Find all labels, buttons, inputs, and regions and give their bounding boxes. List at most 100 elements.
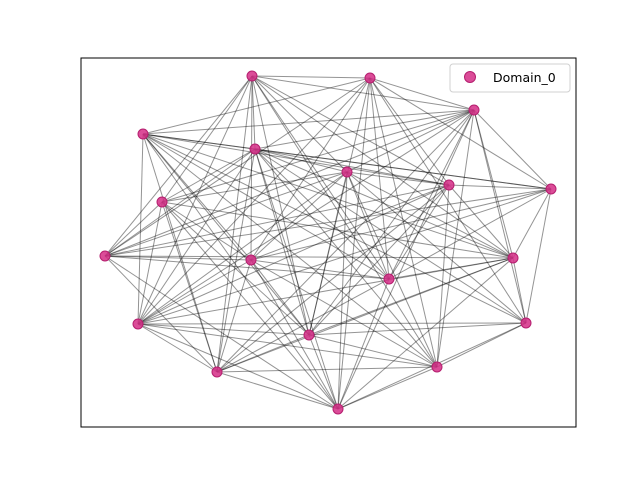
graph-edge — [337, 109, 475, 410]
graph-edge — [512, 188, 552, 259]
graph-edge — [216, 148, 256, 373]
graph-node — [341, 166, 353, 178]
graph-edge — [254, 148, 390, 280]
legend-marker — [464, 71, 476, 83]
graph-edge — [137, 77, 371, 325]
graph-edge — [216, 257, 514, 373]
graph-edge — [251, 75, 390, 280]
graph-edge — [137, 201, 163, 325]
graph-edge — [104, 75, 253, 257]
graph-edge — [250, 188, 552, 261]
graph-edge — [216, 334, 310, 373]
graph-edge — [161, 171, 348, 203]
graph-edge — [104, 171, 348, 257]
graph-edge — [142, 133, 527, 324]
graph-edge — [142, 133, 390, 280]
graph-edge — [216, 366, 438, 373]
graph-edge — [473, 109, 514, 259]
graph-edge — [473, 109, 527, 324]
graph-edge — [161, 201, 310, 336]
graph-edge — [525, 188, 552, 324]
graph-edge — [308, 334, 339, 410]
graph-edge — [337, 366, 438, 410]
graph-edge — [137, 257, 514, 325]
graph-edge — [308, 334, 438, 368]
graph-edge — [250, 77, 371, 261]
graph-edge — [137, 323, 438, 368]
graph-edge — [254, 148, 527, 324]
graph-edge — [137, 171, 348, 325]
graph-edge — [369, 77, 552, 190]
graph-edge — [137, 133, 144, 325]
graph-edge — [308, 171, 348, 336]
graph-edge — [104, 188, 552, 257]
graph-edge — [142, 109, 475, 135]
graph-edge — [250, 184, 450, 261]
graph-edge — [251, 75, 514, 259]
graph-node — [245, 254, 257, 266]
graph-edge — [388, 109, 475, 280]
graph-node — [137, 128, 149, 140]
graph-node — [332, 403, 344, 415]
graph-edge — [448, 184, 552, 190]
graph-edge — [161, 201, 252, 261]
graph-edge — [137, 184, 450, 325]
graph-edge — [142, 133, 310, 336]
graph-edge — [254, 148, 339, 410]
graph-edge — [346, 171, 390, 280]
graph-edge — [337, 278, 390, 410]
graph-edge — [308, 109, 475, 336]
graph-edge — [104, 255, 390, 280]
graph-node — [246, 70, 258, 82]
graph-edge — [142, 133, 514, 259]
graph-edge — [216, 109, 475, 373]
graph-node — [383, 273, 395, 285]
graph-edge — [369, 77, 390, 280]
legend-box — [449, 63, 571, 93]
graph-node — [364, 72, 376, 84]
graph-edge — [251, 75, 256, 150]
edge-layer — [104, 75, 552, 410]
plot-frame — [80, 57, 577, 428]
graph-edge — [250, 259, 438, 368]
graph-node — [507, 252, 519, 264]
graph-node — [431, 361, 443, 373]
graph-edge — [308, 184, 450, 336]
graph-edge — [137, 323, 339, 410]
graph-edge — [436, 109, 475, 368]
graph-edge — [448, 184, 514, 259]
graph-edge — [142, 133, 256, 150]
graph-edge — [512, 257, 527, 324]
legend-label: Domain_0 — [493, 70, 556, 85]
graph-edge — [142, 133, 450, 186]
graph-edge — [251, 75, 371, 79]
graph-edge — [216, 371, 339, 410]
graph-edge — [161, 201, 218, 373]
graph-edge — [104, 184, 450, 257]
graph-edge — [337, 77, 371, 410]
graph-edge — [251, 75, 438, 368]
graph-edge — [250, 259, 390, 280]
graph-edge — [388, 188, 552, 280]
graph-edge — [104, 255, 252, 261]
graph-edge — [337, 171, 348, 410]
graph-edge — [254, 148, 450, 186]
graph-edge — [254, 148, 348, 173]
graph-edge — [388, 184, 450, 280]
graph-edge — [250, 75, 253, 261]
graph-edge — [142, 133, 252, 261]
graph-edge — [254, 148, 552, 190]
node-layer — [99, 70, 557, 415]
graph-node — [545, 183, 557, 195]
graph-edge — [216, 75, 253, 373]
graph-edge — [161, 75, 253, 203]
graph-edge — [346, 109, 475, 173]
graph-node — [99, 250, 111, 262]
graph-edge — [216, 259, 252, 373]
graph-edge — [104, 255, 339, 410]
graph-edge — [142, 77, 371, 135]
graph-edge — [104, 201, 163, 257]
graph-edge — [142, 133, 339, 410]
graph-edge — [142, 133, 218, 373]
